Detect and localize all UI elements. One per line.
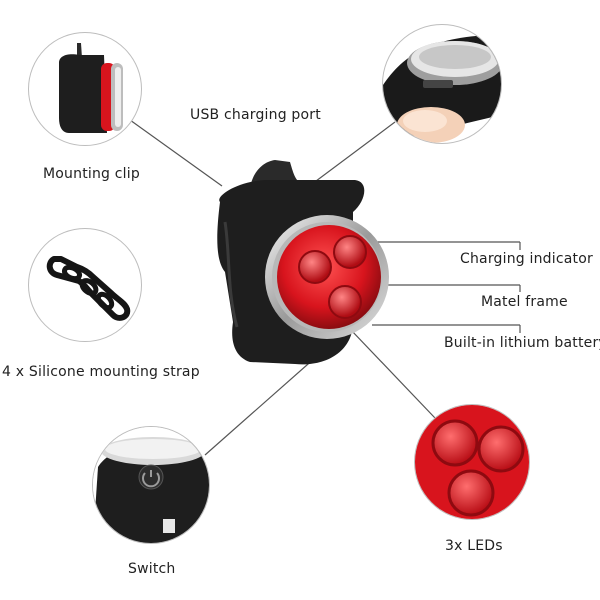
leds-detail-image: [414, 404, 530, 520]
silicone-strap-detail-image: [28, 228, 142, 342]
switch-detail-image: [92, 426, 210, 544]
strap-label: 4 x Silicone mounting strap: [2, 364, 200, 380]
leds-label: 3x LEDs: [445, 538, 503, 554]
usb-port-detail-image: [382, 24, 502, 144]
bike-light-main-photo: [217, 160, 389, 365]
metal-frame-label: Matel frame: [481, 294, 568, 310]
switch-label: Switch: [128, 561, 176, 577]
mounting-clip-label: Mounting clip: [43, 166, 140, 182]
charging-indicator-label: Charging indicator: [460, 251, 593, 267]
mounting-clip-detail-image: [28, 32, 142, 146]
usb-charging-port-label: USB charging port: [190, 107, 321, 123]
battery-label: Built-in lithium battery: [444, 335, 600, 351]
